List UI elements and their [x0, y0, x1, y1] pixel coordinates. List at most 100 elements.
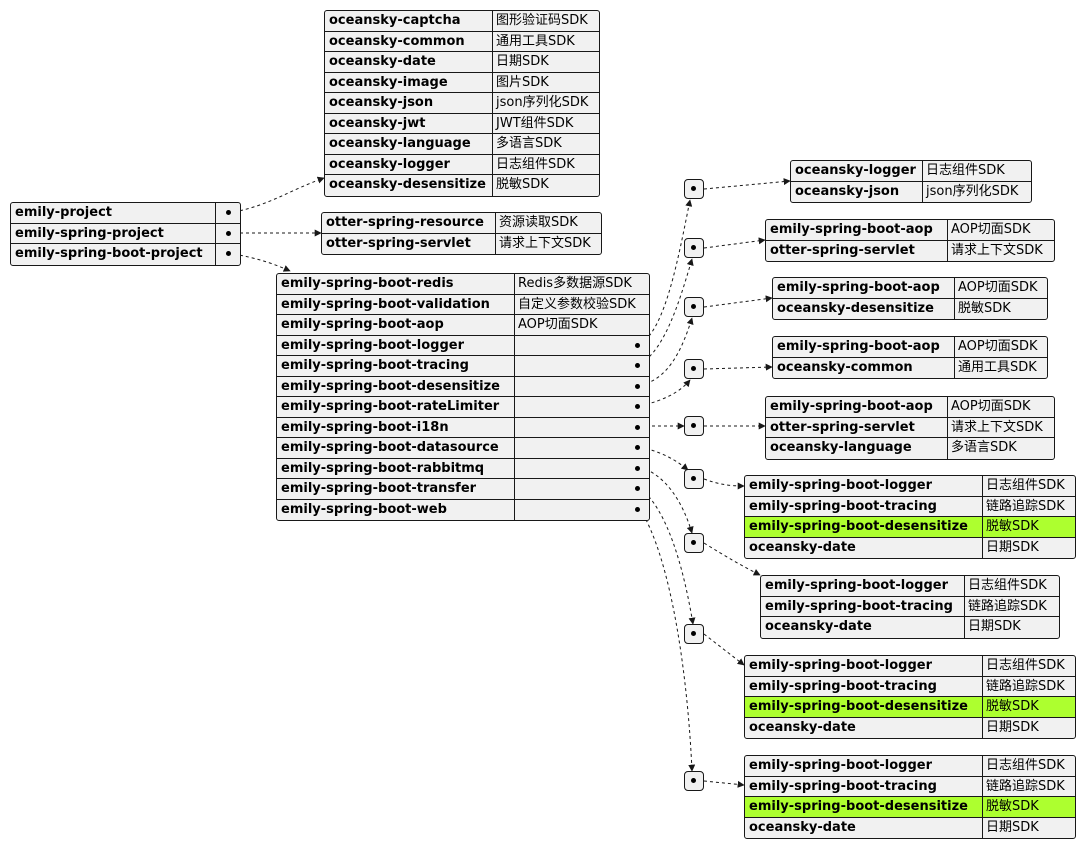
module-description [515, 479, 649, 499]
logger-node [684, 179, 704, 199]
module-name: otter-spring-servlet [766, 240, 948, 261]
module-description [515, 336, 649, 356]
module-description-text: 脱敏SDK [986, 799, 1039, 814]
module-description-text: 日志组件SDK [926, 163, 1005, 178]
module-description: 链路追踪SDK [983, 497, 1075, 517]
module-description: 脱敏SDK [493, 175, 599, 196]
module-name: emily-spring-boot-aop [277, 315, 515, 335]
link-dot-icon [635, 445, 640, 450]
module-description: 日志组件SDK [923, 161, 1031, 181]
edge-node-desensitize-to-table [703, 295, 773, 308]
link-dot-icon [635, 506, 640, 512]
module-description: 资源读取SDK [496, 213, 601, 233]
link-dot-icon [635, 363, 640, 368]
module-description: 通用工具SDK [955, 358, 1047, 379]
module-name: emily-spring-boot-tracing [745, 676, 983, 696]
module-description-text: 日志组件SDK [968, 578, 1047, 593]
module-description: 请求上下文SDK [496, 234, 601, 255]
table-row: emily-spring-boot-i18n [277, 417, 649, 438]
module-description-text: 通用工具SDK [496, 33, 575, 49]
module-name: oceansky-language [325, 134, 493, 154]
module-description-text: 图片SDK [496, 74, 549, 90]
module-name: oceansky-jwt [325, 113, 493, 133]
module-description-text: 日志组件SDK [986, 658, 1065, 673]
module-name: oceansky-image [325, 72, 493, 92]
edge-web-to-node [639, 508, 696, 772]
module-name: emily-spring-boot-logger [761, 576, 965, 596]
module-description-text: AOP切面SDK [951, 399, 1031, 414]
module-description: json序列化SDK [493, 93, 599, 113]
module-description-text: 日期SDK [496, 54, 549, 69]
module-description-text: 链路追踪SDK [986, 498, 1065, 514]
tracing-node [684, 238, 704, 258]
module-description-text: JWT组件SDK [496, 115, 574, 131]
link-dot-icon [226, 251, 231, 256]
module-name: oceansky-json [325, 93, 493, 113]
link-dot-icon [635, 486, 640, 491]
module-description [216, 244, 240, 265]
module-name: oceansky-date [745, 817, 983, 838]
module-name: emily-spring-boot-project [11, 244, 216, 265]
module-name: oceansky-date [325, 52, 493, 72]
web-node [684, 771, 704, 791]
module-name: emily-spring-boot-datasource [277, 438, 515, 458]
module-name: oceansky-logger [325, 154, 493, 174]
module-description-text: 链路追踪SDK [986, 778, 1065, 794]
module-description-text: 日期SDK [986, 719, 1039, 735]
module-description-text: 链路追踪SDK [968, 598, 1047, 614]
module-name: emily-spring-boot-tracing [745, 776, 983, 796]
module-name: emily-spring-boot-aop [766, 220, 948, 240]
module-description: 日志组件SDK [965, 576, 1059, 596]
module-description: 多语言SDK [948, 438, 1054, 459]
module-description [216, 224, 240, 244]
module-description: AOP切面SDK [955, 337, 1047, 357]
module-name: emily-spring-boot-transfer [277, 479, 515, 499]
edge-node-web-to-table [703, 780, 745, 788]
module-description: Redis多数据源SDK [515, 274, 649, 294]
datasource-node [684, 469, 704, 489]
module-name: emily-spring-boot-desensitize [745, 697, 983, 717]
edge-root-to-oceansky [233, 176, 325, 213]
module-name: emily-spring-boot-rateLimiter [277, 397, 515, 417]
link-dot-icon [635, 424, 640, 430]
module-name: oceansky-common [773, 357, 955, 378]
module-description-text: 图形验证码SDK [496, 13, 588, 28]
module-description-text: 资源读取SDK [499, 215, 578, 230]
table-row: emily-spring-boot-rateLimiter [277, 397, 649, 418]
module-description [515, 397, 649, 417]
module-name: emily-spring-boot-rabbitmq [277, 458, 515, 478]
module-name: otter-spring-servlet [322, 233, 496, 254]
module-description: 自定义参数校验SDK [515, 295, 649, 315]
module-name: oceansky-language [766, 438, 948, 459]
table-row: emily-spring-boot-project [11, 244, 240, 265]
table-row: emily-spring-boot-transfer [277, 479, 649, 500]
module-name: emily-spring-boot-logger [277, 335, 515, 355]
